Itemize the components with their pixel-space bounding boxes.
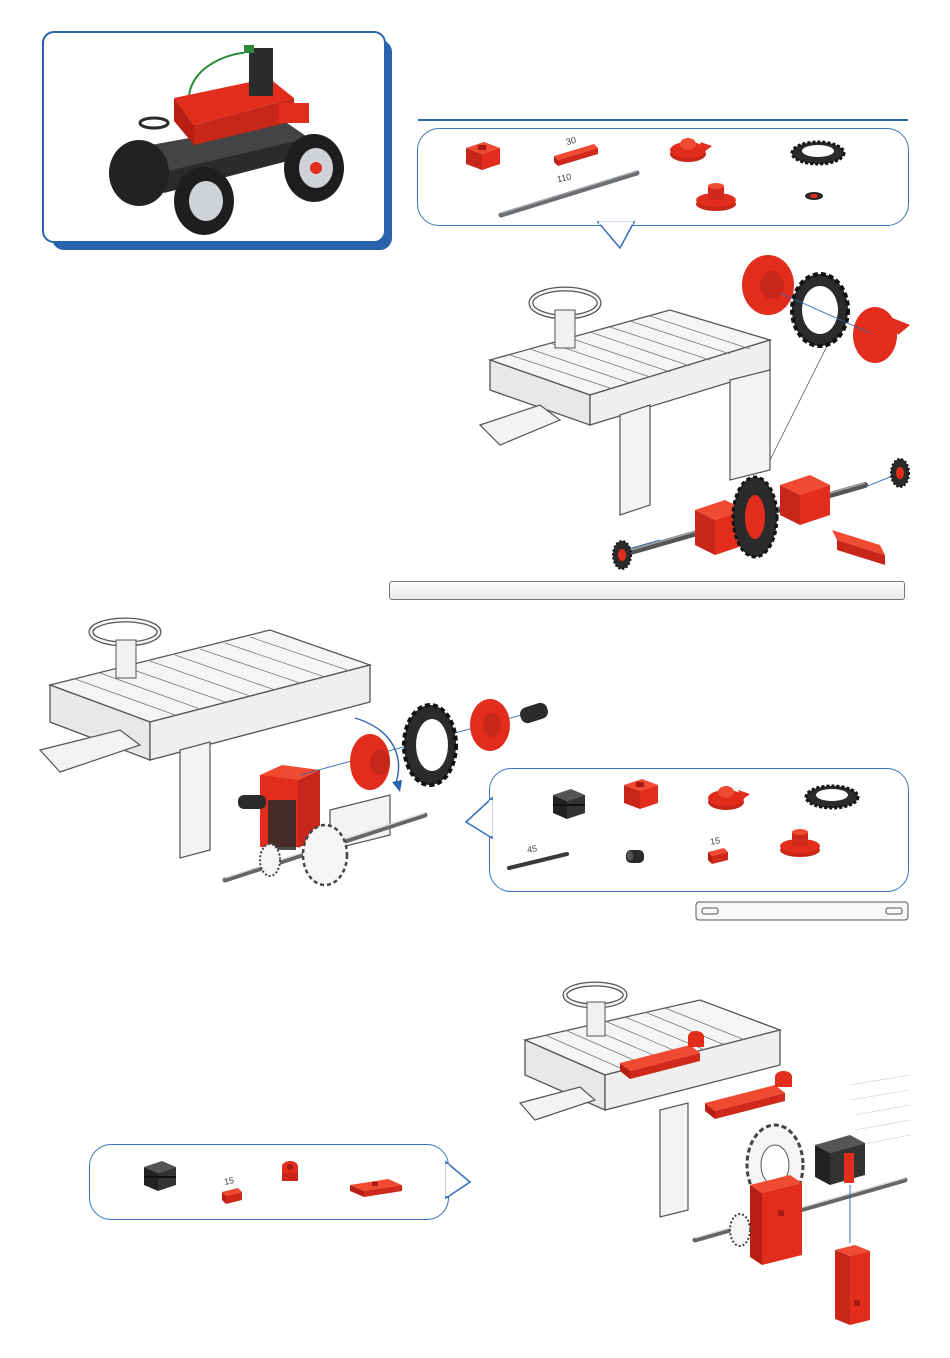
red-plate-icon [346,1175,406,1201]
step3-part-flat-plate [346,1175,406,1206]
part-length-label: 15 [223,1175,235,1187]
red-block-icon [620,775,662,815]
step2-part-black-block [549,785,589,830]
step2-part-axle-45: 45 [505,842,571,881]
black-block-icon [140,1157,180,1197]
section-divider [418,119,908,121]
part-length-label: 15 [709,835,721,847]
step1-part-axle-110: 110 [495,165,645,230]
step1-part-hub-nut [666,132,716,171]
red-hub-icon [666,132,716,166]
step2-part-gear-wheel [802,780,862,819]
step3-assembly-illustration [510,975,920,1330]
step2-part-spacer-sleeve [622,846,648,873]
step2-part-hub-nut [704,780,754,819]
red-angle-icon [276,1155,306,1185]
black-block-icon [549,785,589,825]
black-sleeve-icon [622,846,648,868]
step3-bubble-tail [444,1162,474,1202]
step1-assembly-illustration [470,255,920,585]
step3-part-building-block-15: 15 [218,1176,246,1211]
step3-part-angle-block [276,1155,306,1190]
dark-axle-icon [505,842,571,876]
strut-length-ruler [694,898,910,924]
black-gear-icon [802,780,862,814]
red-collet-icon [692,180,742,216]
part-length-label: 45 [526,843,538,855]
step2-bubble-tail [464,798,494,842]
step2-part-building-block-15: 15 [704,836,732,871]
red-collet-icon [776,826,826,862]
step2-part-hub-collet [776,826,826,867]
small-washer-icon [802,188,826,204]
length-ruler [389,581,905,600]
red-hub-icon [704,780,754,814]
step2-part-red-block [620,775,662,820]
model-preview-card [42,31,386,243]
tractor-model-illustration [44,33,384,241]
step1-part-washer [802,188,826,209]
step1-part-gear-wheel [788,136,848,175]
black-gear-icon [788,136,848,170]
step3-part-black-block [140,1157,180,1202]
step1-part-hub-collet [692,180,742,221]
